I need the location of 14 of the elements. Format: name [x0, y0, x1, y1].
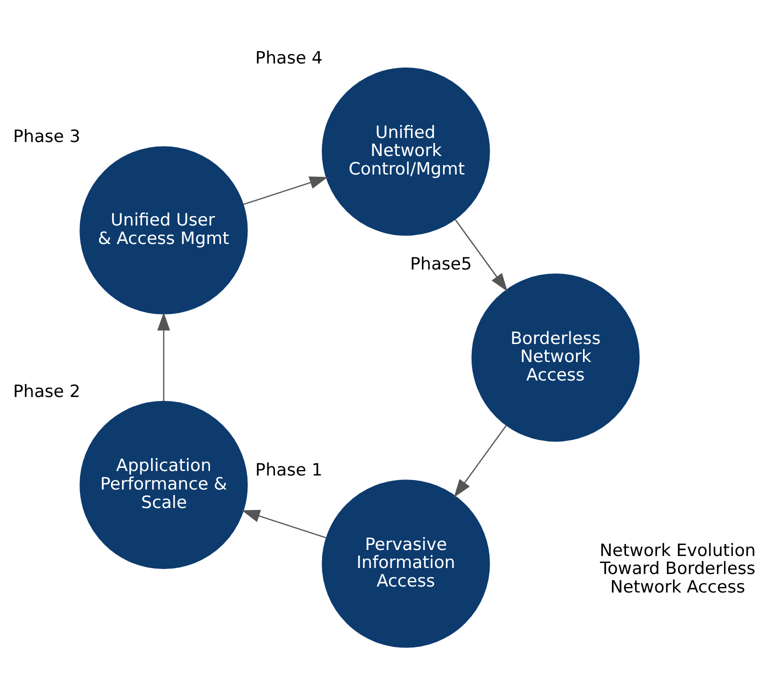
arrow — [157, 312, 170, 401]
node-circle: Unified User & Access Mgmt — [80, 146, 248, 314]
node-label: Phase5 — [410, 254, 472, 274]
node-label: Phase 2 — [13, 381, 80, 402]
node-label: Phase 3 — [13, 126, 80, 147]
node-circle: Unified Network Control/Mgmt — [322, 67, 490, 236]
node-label: Phase 1 — [255, 460, 322, 480]
label: Network Evolution Toward Borderless Network Access — [600, 540, 756, 597]
arrow — [454, 424, 507, 498]
node-label: Phase 4 — [255, 48, 322, 68]
arrow — [454, 218, 508, 292]
node-circle: Application Performance & Scale — [80, 400, 248, 569]
arrow — [242, 509, 326, 538]
arrow — [243, 176, 328, 205]
